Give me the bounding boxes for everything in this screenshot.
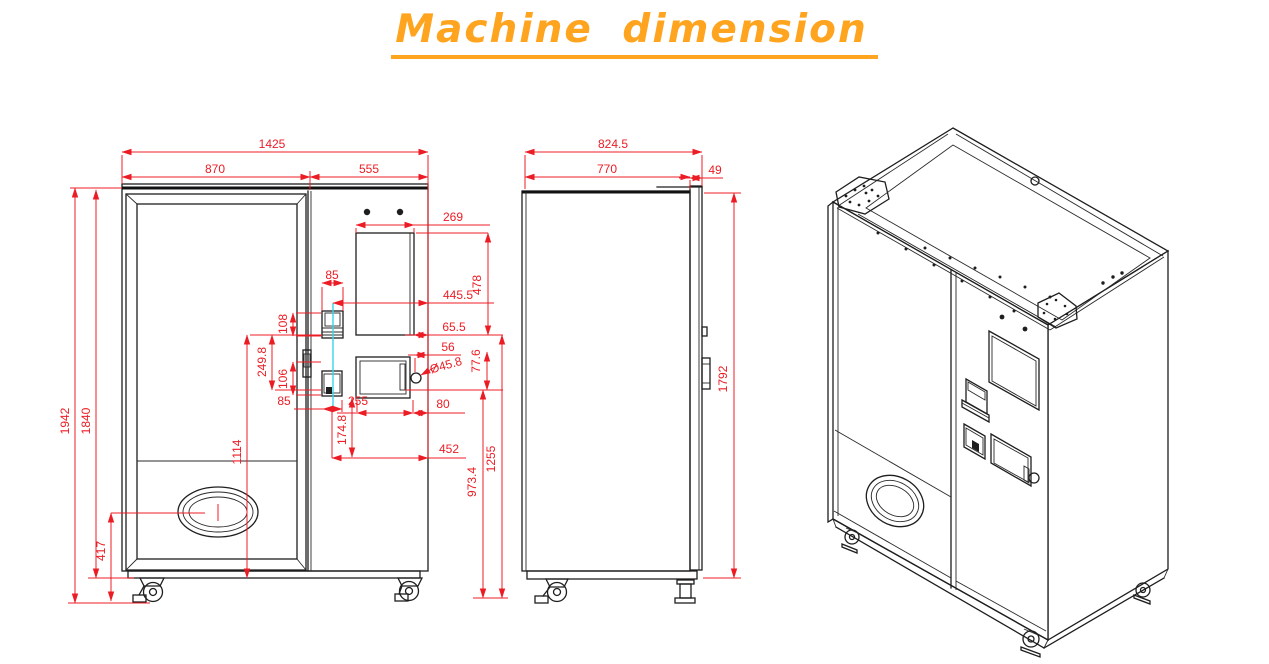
side-dimension-lines <box>524 148 741 579</box>
corner-plate-front <box>1037 292 1078 329</box>
dim-label-screen-width: 269 <box>443 210 463 224</box>
page-title: Machine dimension <box>391 9 878 59</box>
dim-label-overall-width: 1425 <box>259 137 286 151</box>
dim-label-column-lower: 973.4 <box>465 467 479 497</box>
dim-label-outlet-offset: 56 <box>441 340 455 354</box>
isometric-view <box>827 127 1170 658</box>
iso-hatch <box>990 432 1040 488</box>
dim-label-hatch-offset: 452 <box>439 442 459 456</box>
hatch-front <box>355 356 422 399</box>
iso-screen <box>988 329 1040 412</box>
dim-label-port-bottom: 417 <box>94 541 108 561</box>
top-hole <box>1030 176 1040 186</box>
dim-label-outlet-diameter: Ø45.8 <box>428 354 464 377</box>
side-face-screws <box>1101 271 1124 285</box>
dim-label-hatch-drop: 174.8 <box>335 415 349 445</box>
dim-label-device-gap: 249.8 <box>255 347 269 377</box>
dim-label-acceptor-width: 85 <box>325 268 339 282</box>
dim-label-overall-height: 1942 <box>58 407 72 434</box>
corner-plate-left <box>835 176 890 215</box>
dim-label-depth-body: 770 <box>597 162 617 176</box>
dim-label-screen-height: 478 <box>470 275 484 295</box>
dim-label-hatch-width: 255 <box>348 394 368 408</box>
dim-label-coin-height: 106 <box>276 369 290 389</box>
front-dimension-lines <box>68 148 508 604</box>
coin-unit-front <box>321 370 343 397</box>
caster-front-right <box>394 577 424 602</box>
bolt-dot <box>1022 326 1028 332</box>
side-handle <box>701 357 711 390</box>
dim-label-screen-offset: 445.5 <box>443 288 473 302</box>
caster-side-right <box>674 579 696 604</box>
caster-side-left <box>534 578 570 604</box>
dim-label-column-mid: 1255 <box>484 445 498 472</box>
front-view <box>121 183 429 603</box>
round-outlet <box>410 372 422 384</box>
dim-label-hatch-edge: 80 <box>436 397 450 411</box>
caster-front-left <box>132 577 166 603</box>
dim-label-column-width: 555 <box>359 162 379 176</box>
iso-casters <box>841 527 1151 658</box>
dim-label-screen-edge: 65.5 <box>442 320 466 334</box>
dim-label-outlet-height: 77.6 <box>469 349 483 373</box>
bolt-dot <box>363 208 371 216</box>
dim-label-coin-width: 85 <box>277 394 291 408</box>
title-bar: Machine dimension <box>0 9 1269 59</box>
bolt-dot <box>396 208 404 216</box>
dim-label-acceptor-height: 108 <box>276 314 290 334</box>
iso-oval-port <box>865 474 925 528</box>
dim-label-door-thickness: 49 <box>708 163 722 177</box>
iso-coin-unit <box>963 422 986 461</box>
dim-label-depth-total: 824.5 <box>598 137 628 151</box>
screen-front <box>355 232 415 336</box>
dim-label-door-lower: 1114 <box>230 439 244 464</box>
iso-bill-acceptor <box>961 377 990 424</box>
side-view <box>521 185 711 604</box>
dim-label-body-height: 1840 <box>79 407 93 434</box>
dim-label-side-height: 1792 <box>716 365 730 392</box>
dim-label-door-width: 870 <box>205 162 225 176</box>
bolt-dot <box>999 314 1005 320</box>
side-latch <box>701 326 708 337</box>
